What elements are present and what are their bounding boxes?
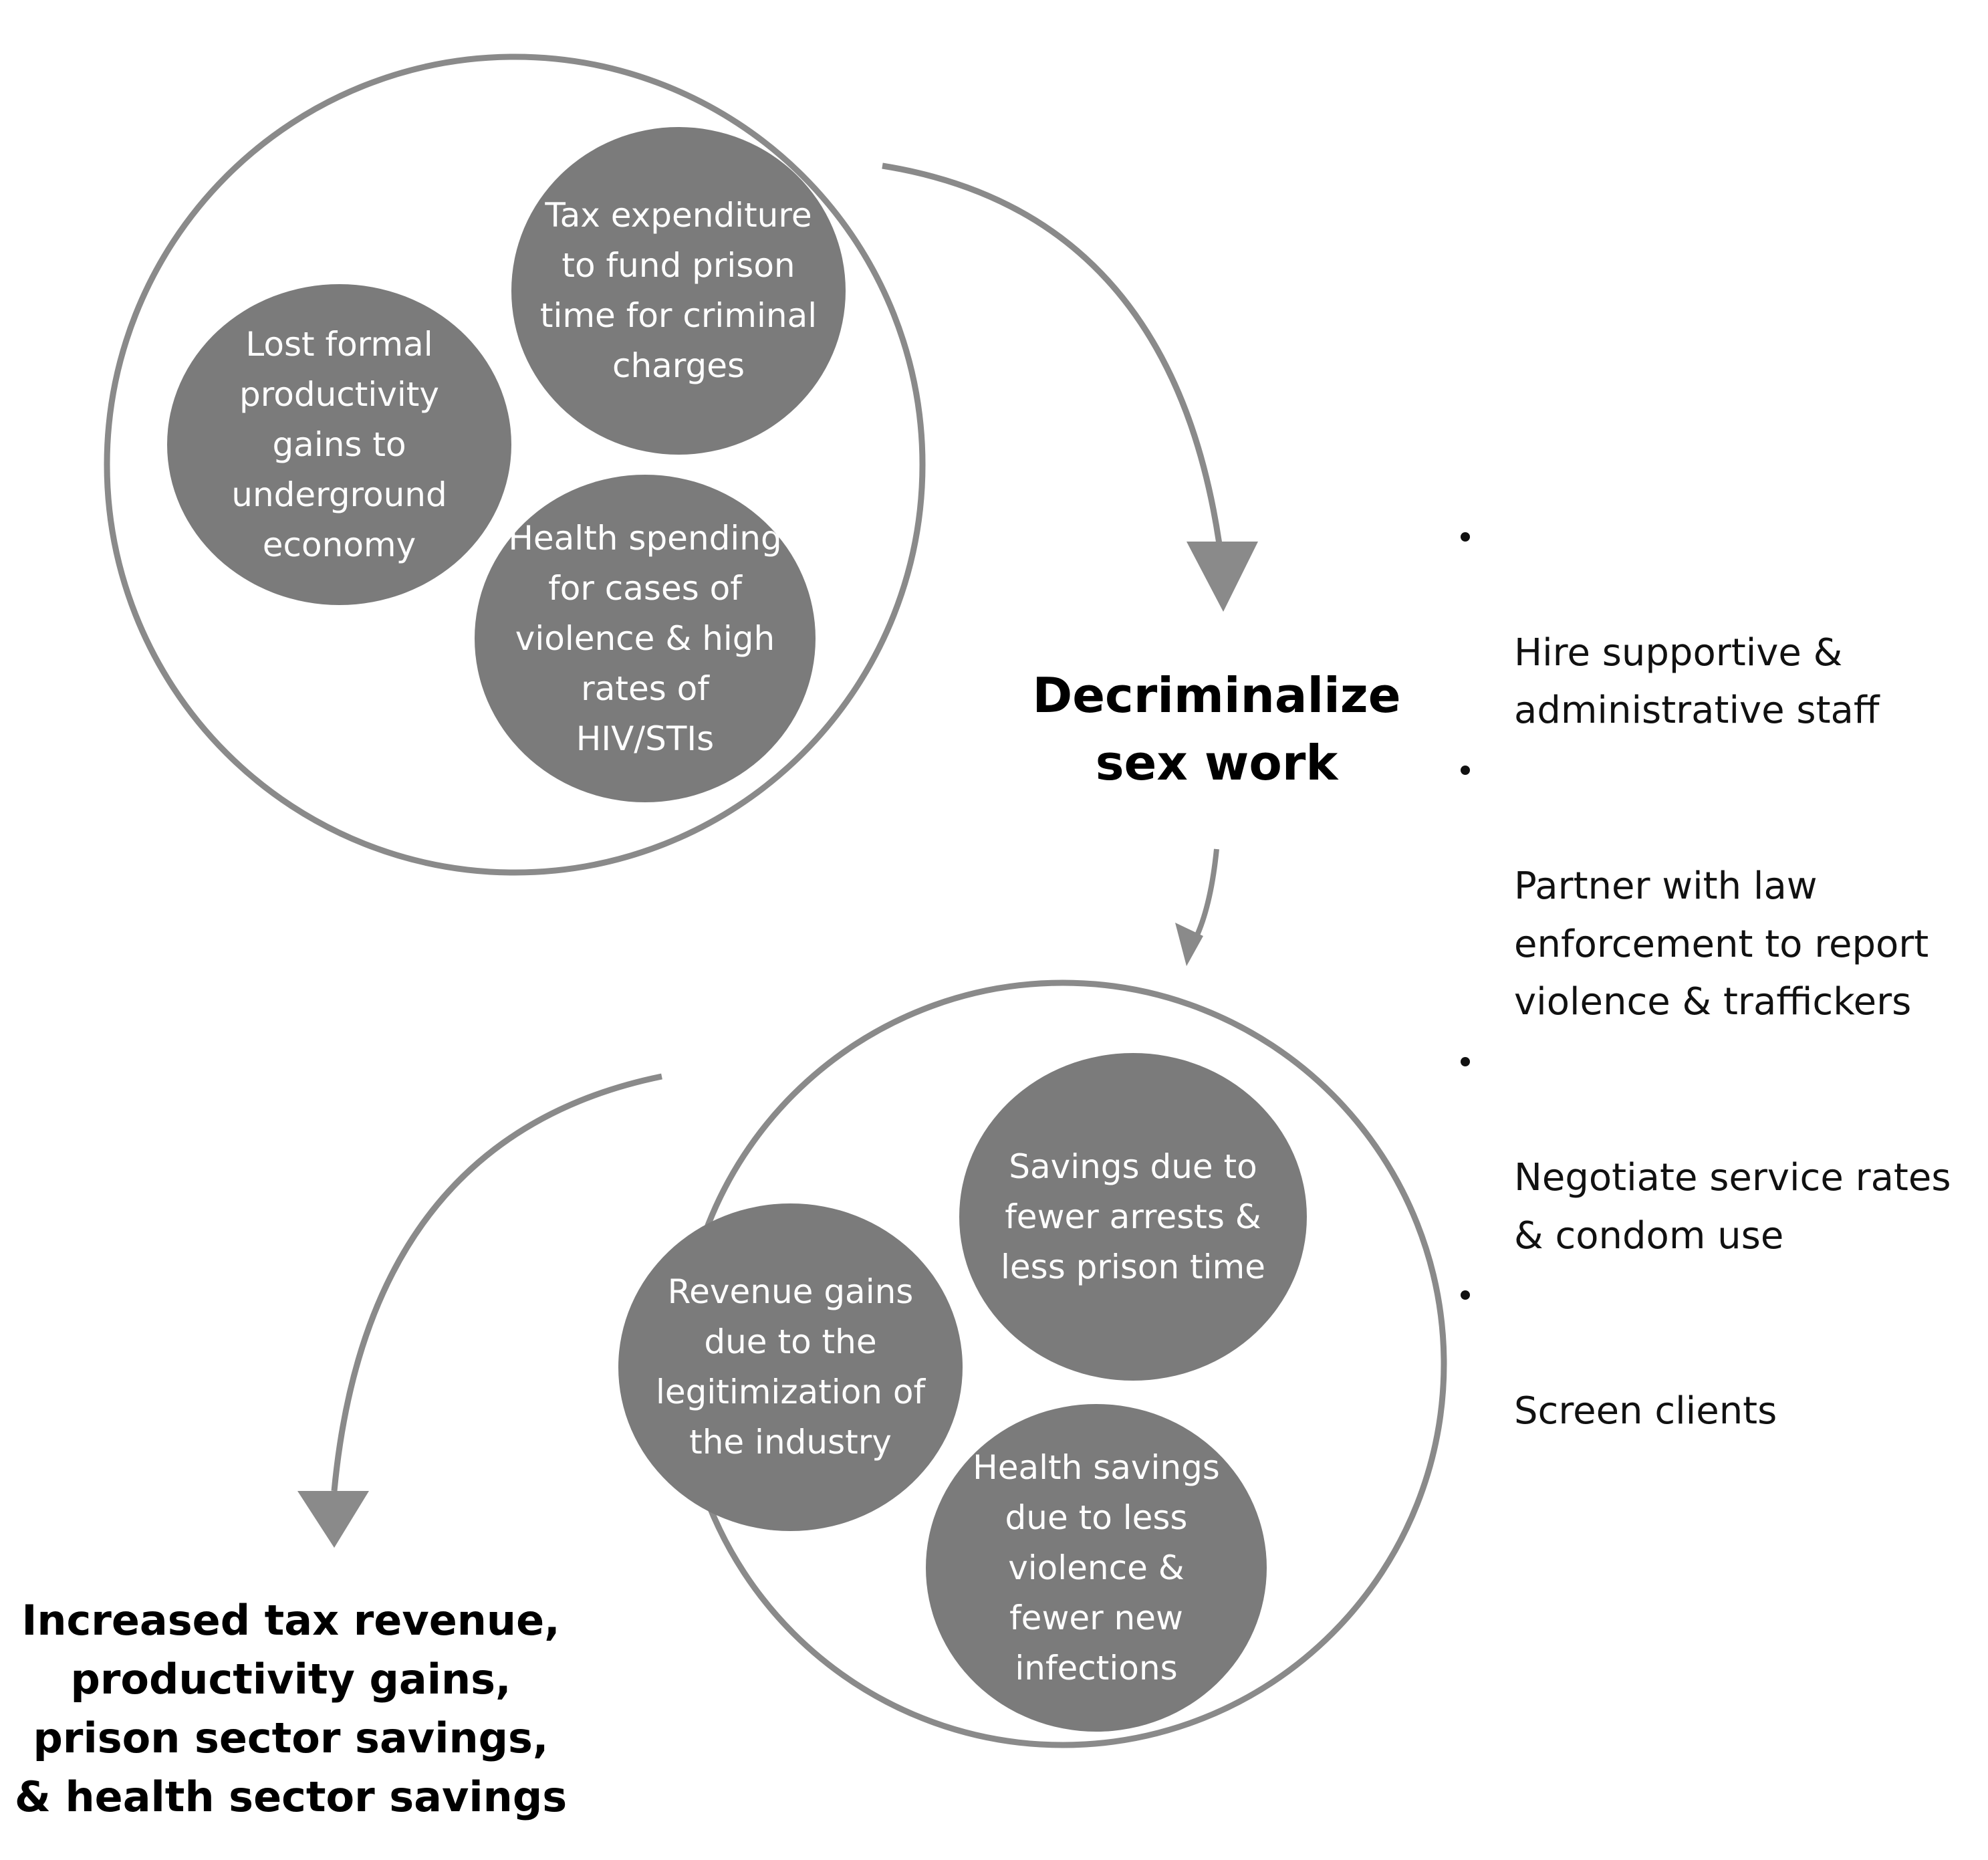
arrow-to-outcome-head xyxy=(297,1491,369,1548)
action-list-item-text: Screen clients xyxy=(1514,1389,1777,1433)
arrow-to-decriminalize-head xyxy=(1187,542,1258,612)
bullet-icon xyxy=(1461,1057,1470,1067)
bottom-circle-revenue-gains: Revenue gains due to the legitimization … xyxy=(618,1203,963,1531)
action-list-item-text: Negotiate service rates & condom use xyxy=(1514,1155,1951,1258)
action-list-item: Partner with law enforcement to report v… xyxy=(1454,741,1982,1032)
action-list-item-text: Partner with law enforcement to report v… xyxy=(1514,864,1929,1024)
bottom-circle-savings: Savings due to fewer arrests & less pris… xyxy=(959,1053,1307,1381)
bullet-icon xyxy=(1461,532,1470,542)
top-circle-health-spending-text: Health spending for cases of violence & … xyxy=(508,518,782,758)
outcome-heading: Increased tax revenue, productivity gain… xyxy=(14,1596,568,1822)
decriminalize-heading: Decriminalize sex work xyxy=(1032,667,1401,791)
bottom-circle-health-savings-text: Health savings due to less violence & fe… xyxy=(973,1447,1220,1688)
action-list-item: Negotiate service rates & condom use xyxy=(1454,1033,1982,1265)
top-circle-lost-productivity-text: Lost formal productivity gains to underg… xyxy=(231,324,447,564)
bullet-icon xyxy=(1461,766,1470,776)
action-list-item-text: Hire supportive & administrative staff xyxy=(1514,630,1880,733)
top-circle-tax-expenditure: Tax expenditure to fund prison time for … xyxy=(511,127,846,455)
arrow-to-decriminalize xyxy=(882,162,1227,576)
bottom-circle-health-savings: Health savings due to less violence & fe… xyxy=(926,1404,1267,1732)
arrow-to-outcomes-group-head xyxy=(1175,923,1203,966)
bottom-circle-savings-text: Savings due to fewer arrests & less pris… xyxy=(1000,1147,1266,1286)
action-list-item: Screen clients xyxy=(1454,1266,1982,1440)
arrow-to-outcome xyxy=(331,1073,662,1492)
bullet-icon xyxy=(1461,1290,1470,1300)
bottom-circle-revenue-gains-text: Revenue gains due to the legitimization … xyxy=(655,1272,926,1462)
top-group-outline xyxy=(104,53,926,876)
action-list: Hire supportive & administrative staff P… xyxy=(1454,508,1982,1442)
top-circle-lost-productivity: Lost formal productivity gains to underg… xyxy=(167,284,511,605)
action-list-item: Hire supportive & administrative staff xyxy=(1454,508,1982,740)
top-circle-health-spending: Health spending for cases of violence & … xyxy=(475,475,816,802)
top-circle-tax-expenditure-text: Tax expenditure to fund prison time for … xyxy=(539,196,818,385)
